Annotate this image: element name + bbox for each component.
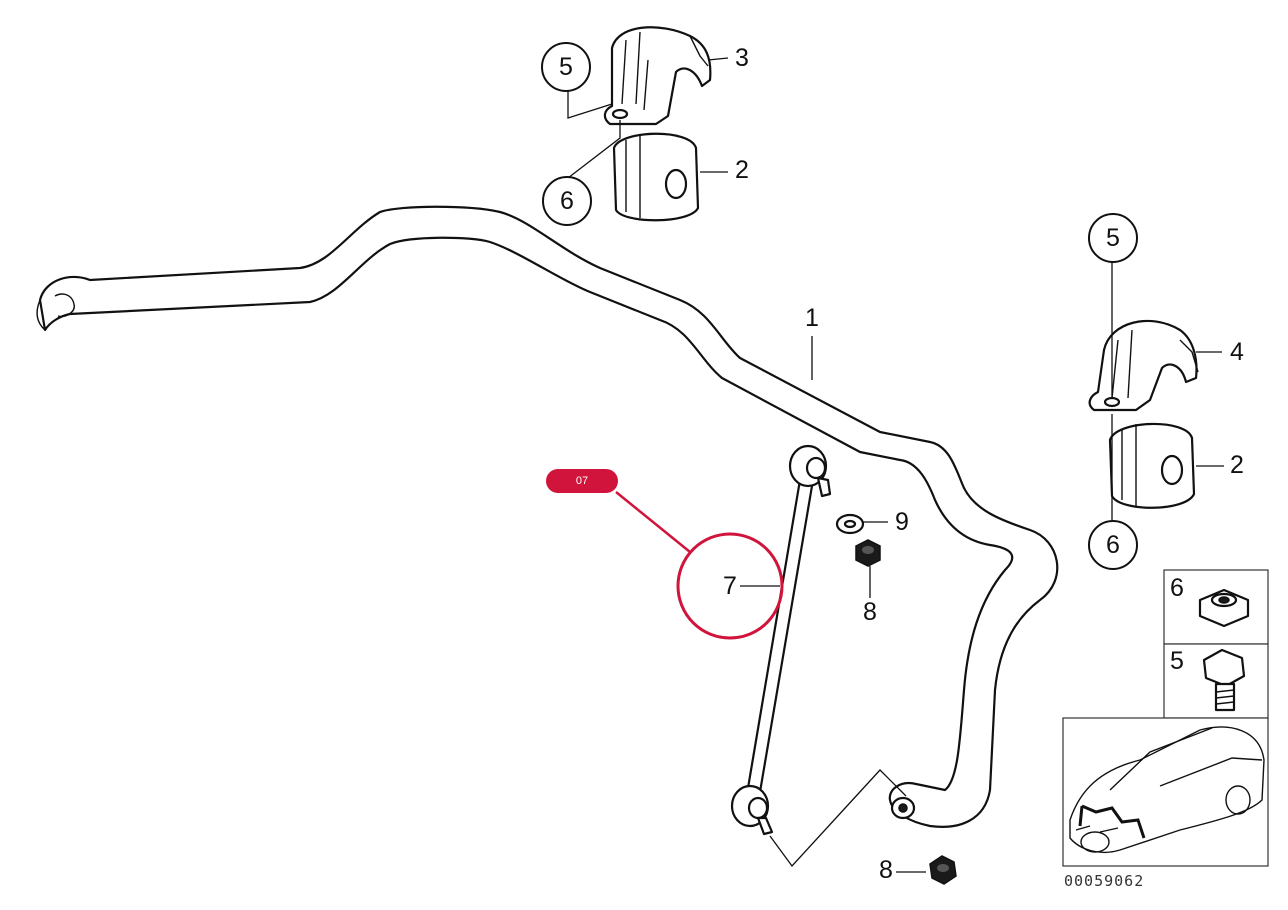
washer[interactable] — [835, 513, 865, 535]
label-part-1: 1 — [805, 304, 819, 332]
svg-text:5: 5 — [559, 53, 573, 81]
label-part-4: 4 — [1230, 338, 1244, 366]
rubber-mount-right[interactable] — [1108, 422, 1196, 509]
diagram-reference-number: 00059062 — [1064, 872, 1144, 890]
svg-text:5: 5 — [1106, 224, 1120, 252]
label-part-8-lower: 8 — [879, 856, 893, 884]
label-part-7: 7 — [723, 572, 737, 600]
nut-upper[interactable] — [855, 539, 881, 567]
rubber-mount-upper[interactable] — [612, 132, 700, 222]
callout-6-right: 6 — [1088, 520, 1138, 570]
leader-lines — [567, 57, 1224, 873]
label-part-8-upper: 8 — [863, 598, 877, 626]
bracket-upper[interactable] — [603, 26, 712, 126]
bracket-right[interactable] — [1088, 319, 1199, 412]
svg-text:6: 6 — [1170, 574, 1184, 602]
callout-5-upper: 5 — [541, 42, 591, 92]
svg-text:6: 6 — [1106, 531, 1120, 559]
legend-nut-box: 6 — [1163, 569, 1269, 645]
label-part-2-right: 2 — [1230, 451, 1244, 479]
stabilizer-bar[interactable] — [36, 205, 1059, 828]
svg-text:6: 6 — [560, 187, 574, 215]
highlight-callout[interactable]: 7 — [615, 491, 784, 640]
label-part-2-upper: 2 — [735, 156, 749, 184]
callout-5-right: 5 — [1088, 213, 1138, 263]
car-location-thumbnail — [1062, 717, 1269, 867]
legend-bolt-box: 5 — [1163, 643, 1269, 719]
callout-6-upper: 6 — [542, 176, 592, 226]
nut-lower[interactable] — [929, 855, 957, 885]
svg-text:5: 5 — [1170, 647, 1184, 675]
highlight-badge[interactable]: 07 — [546, 469, 618, 493]
label-part-3: 3 — [735, 44, 749, 72]
stabilizer-link[interactable] — [730, 444, 832, 836]
svg-text:07: 07 — [576, 475, 588, 487]
label-part-9: 9 — [895, 508, 909, 536]
